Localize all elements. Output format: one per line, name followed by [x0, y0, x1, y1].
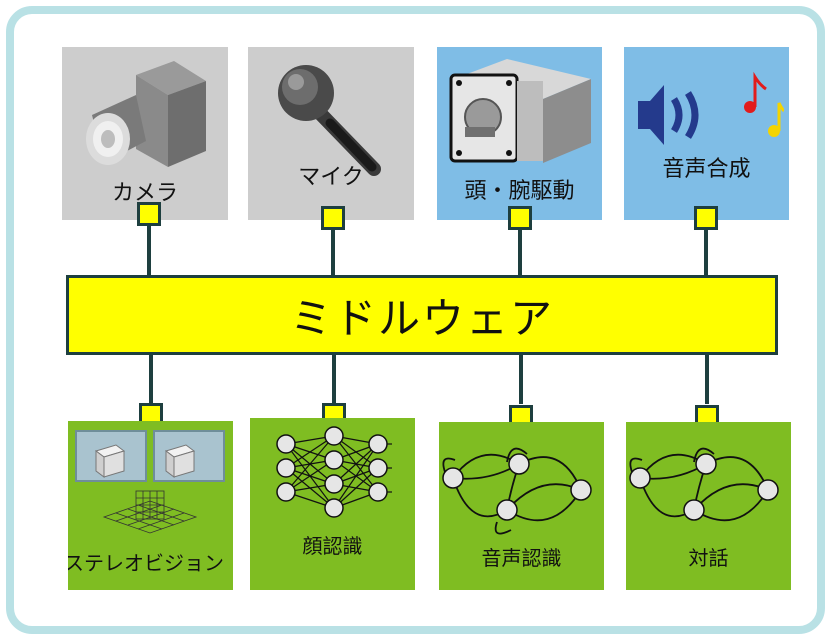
camera-device: カメラ — [62, 47, 228, 220]
state-graph-icon — [629, 447, 779, 522]
state-graph-icon — [442, 447, 592, 535]
device-label: カメラ — [111, 181, 178, 206]
microphone-device: マイク — [248, 47, 414, 220]
stereo-vision-module: ステレオビジョン — [68, 421, 233, 590]
module-label: 音声認識 — [481, 546, 562, 570]
speech-recognition-module: 音声認識 — [439, 422, 604, 590]
camera-icon — [86, 61, 206, 167]
device-label: 音声合成 — [662, 157, 751, 182]
neural-network-icon — [276, 426, 392, 518]
speech-synthesis-port — [694, 206, 718, 230]
module-label: 対話 — [688, 546, 729, 570]
device-label: 頭・腕駆動 — [464, 179, 575, 204]
middleware-label: ミドルウェア — [289, 293, 554, 343]
middleware-bus: ミドルウェア — [66, 275, 778, 355]
device-label: マイク — [298, 165, 364, 190]
microphone-port — [321, 206, 345, 230]
head-arm-drive-device: 頭・腕駆動 — [437, 47, 602, 220]
face-recognition-module: 顔認識 — [250, 418, 415, 590]
motor-icon — [449, 59, 591, 163]
dialogue-module: 対話 — [626, 422, 791, 590]
microphone-icon — [278, 65, 381, 176]
speaker-icon — [638, 71, 784, 145]
drive-port — [508, 206, 532, 230]
camera-port — [137, 202, 161, 226]
module-label: 顔認識 — [302, 534, 363, 558]
module-label: ステレオビジョン — [68, 551, 224, 575]
speech-synthesis-device: 音声合成 — [624, 47, 789, 220]
stereo-vision-icon — [75, 430, 225, 534]
